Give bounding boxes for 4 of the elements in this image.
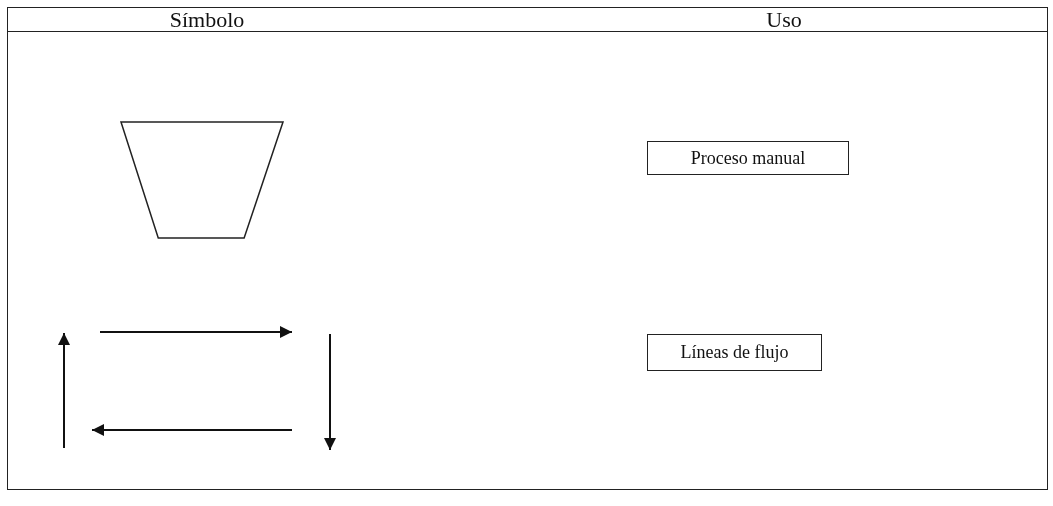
column-header: Uso [766,8,802,31]
process-box: Líneas de flujo [647,334,822,371]
process-box: Proceso manual [647,141,849,175]
column-header: Símbolo [169,8,245,31]
